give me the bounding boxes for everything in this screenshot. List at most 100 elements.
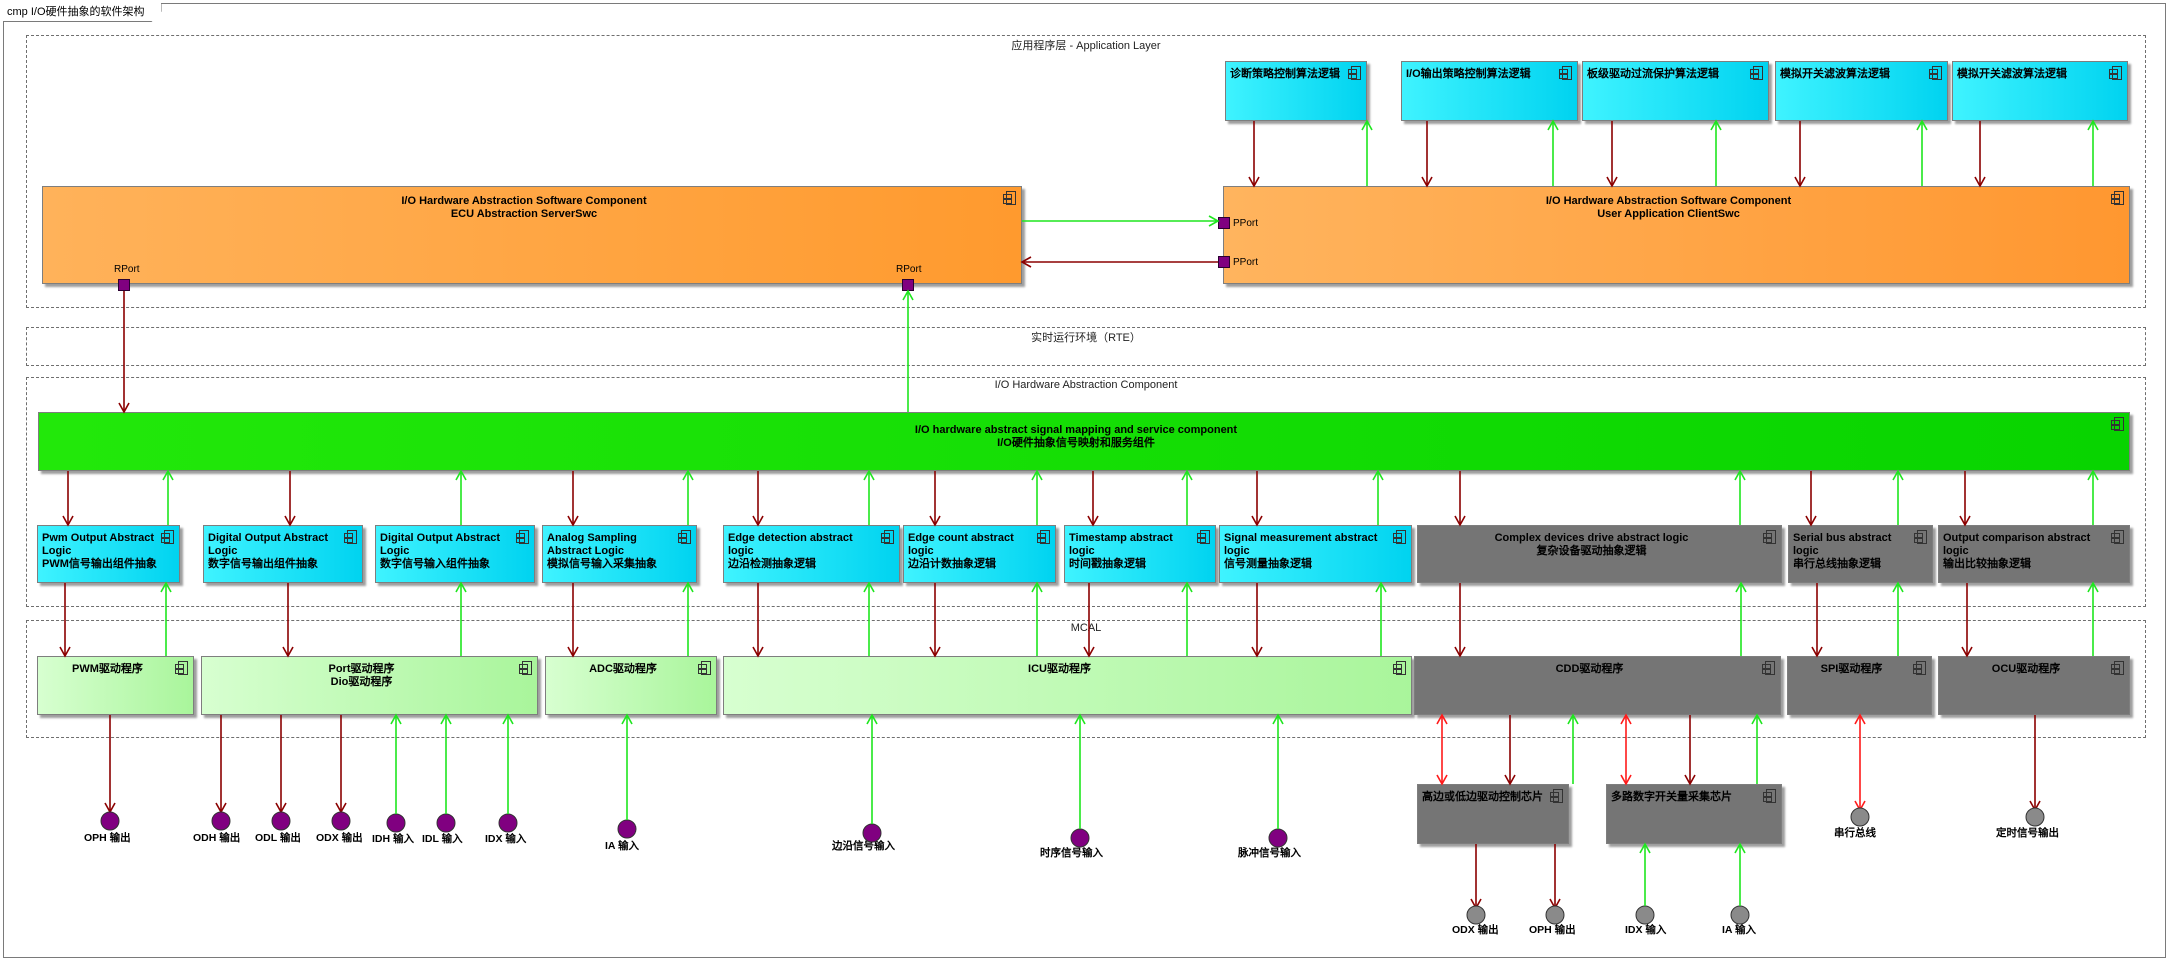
component-icon bbox=[519, 661, 532, 675]
chip-label: 高边或低边驱动控制芯片 bbox=[1422, 791, 1543, 803]
component-icon bbox=[1393, 530, 1406, 544]
endpoint-node[interactable] bbox=[1850, 807, 1870, 827]
arrowhead bbox=[567, 646, 579, 658]
client-swc-title: I/O Hardware Abstraction Software Compon… bbox=[1228, 195, 2109, 221]
driver-icu[interactable]: ICU驱动程序 bbox=[723, 656, 1412, 715]
arrowhead bbox=[1372, 469, 1384, 481]
component-icon bbox=[2111, 191, 2124, 205]
endpoint-node[interactable] bbox=[100, 811, 120, 831]
component-icon bbox=[1763, 789, 1776, 803]
app-component-filter-1[interactable]: 模拟开关滤波算法逻辑 bbox=[1775, 61, 1948, 121]
arrowhead bbox=[1961, 646, 1973, 658]
arrowhead bbox=[1710, 119, 1722, 131]
chip-high-low-side-driver[interactable]: 高边或低边驱动控制芯片 bbox=[1417, 784, 1569, 844]
arrowhead bbox=[1454, 515, 1466, 527]
endpoint-node[interactable] bbox=[1635, 905, 1655, 925]
endpoint-node[interactable] bbox=[1466, 905, 1486, 925]
arrowhead bbox=[1375, 581, 1387, 593]
endpoint-label-chip-idx-in: IDX 输入 bbox=[1625, 924, 1667, 936]
arrowhead bbox=[1639, 842, 1651, 854]
arrowhead bbox=[62, 515, 74, 527]
app-component-diagnosis[interactable]: 诊断策略控制算法逻辑 bbox=[1225, 61, 1367, 121]
endpoint-node[interactable] bbox=[271, 811, 291, 831]
endpoint-node[interactable] bbox=[331, 811, 351, 831]
arrowhead bbox=[1436, 774, 1448, 786]
logic-cn: 复杂设备驱动抽象逻辑 bbox=[1536, 545, 1647, 557]
logic-en: Digital Output Abstract Logic bbox=[208, 532, 328, 557]
app-component-overcurrent[interactable]: 板级驱动过流保护算法逻辑 bbox=[1582, 61, 1769, 121]
endpoint-node[interactable] bbox=[1730, 905, 1750, 925]
logic-en: Analog Sampling Abstract Logic bbox=[547, 532, 637, 557]
user-application-client-swc[interactable]: I/O Hardware Abstraction Software Compon… bbox=[1223, 186, 2130, 284]
arrowhead bbox=[1083, 646, 1095, 658]
logic-cn: 边沿计数抽象逻辑 bbox=[908, 558, 996, 570]
logic-cn: 信号测量抽象逻辑 bbox=[1224, 558, 1312, 570]
endpoint-node[interactable] bbox=[386, 813, 406, 833]
mapping-line2: I/O硬件抽象信号映射和服务组件 bbox=[997, 437, 1155, 449]
component-icon bbox=[161, 530, 174, 544]
ecu-abstraction-server-swc[interactable]: I/O Hardware Abstraction Software Compon… bbox=[42, 186, 1022, 284]
component-icon bbox=[1914, 530, 1927, 544]
component-icon bbox=[1550, 789, 1563, 803]
client-swc-line1: I/O Hardware Abstraction Software Compon… bbox=[1545, 195, 1792, 207]
arrowhead bbox=[1208, 215, 1220, 227]
driver-adc[interactable]: ADC驱动程序 bbox=[545, 656, 717, 715]
arrowhead bbox=[455, 581, 467, 593]
ecu-swc-line1: I/O Hardware Abstraction Software Compon… bbox=[401, 195, 647, 207]
driver-label: OCU驱动程序 bbox=[1991, 663, 2061, 675]
endpoint-node[interactable] bbox=[1070, 828, 1090, 848]
app-component-filter-2[interactable]: 模拟开关滤波算法逻辑 bbox=[1952, 61, 2128, 121]
endpoint-node[interactable] bbox=[211, 811, 231, 831]
logic-en: Timestamp abstract logic bbox=[1069, 532, 1173, 557]
driver-ocu[interactable]: OCU驱动程序 bbox=[1938, 656, 2130, 715]
app-component-io-output[interactable]: I/O输出策略控制算法逻辑 bbox=[1401, 61, 1578, 121]
endpoint-node[interactable] bbox=[498, 813, 518, 833]
driver-cdd[interactable]: CDD驱动程序 bbox=[1414, 656, 1781, 715]
endpoint-node[interactable] bbox=[862, 823, 882, 843]
endpoint-node[interactable] bbox=[2025, 807, 2045, 827]
client-pport-lower[interactable] bbox=[1218, 256, 1230, 268]
client-pport-upper[interactable] bbox=[1218, 217, 1230, 229]
endpoint-label-ia-in: IA 输入 bbox=[605, 840, 640, 852]
endpoint-node[interactable] bbox=[1545, 905, 1565, 925]
endpoint-node[interactable] bbox=[1268, 828, 1288, 848]
ecu-rport-left[interactable] bbox=[118, 279, 130, 291]
chip-multi-digital-switch[interactable]: 多路数字开关量采集芯片 bbox=[1606, 784, 1782, 844]
endpoint-label-serial-bus: 串行总线 bbox=[1834, 827, 1876, 839]
component-icon bbox=[344, 530, 357, 544]
driver-label: PWM驱动程序 bbox=[72, 663, 143, 675]
driver-spi[interactable]: SPI驱动程序 bbox=[1787, 656, 1932, 715]
endpoint-label-edge-in: 边沿信号输入 bbox=[832, 840, 895, 852]
signal-mapping-service-component[interactable]: I/O hardware abstract signal mapping and… bbox=[38, 412, 2130, 471]
arrowhead bbox=[1606, 176, 1618, 188]
arrowhead bbox=[1620, 774, 1632, 786]
logic-en: Digital Output Abstract Logic bbox=[380, 532, 500, 557]
arrowhead bbox=[1436, 713, 1448, 725]
arrowhead bbox=[1684, 774, 1696, 786]
arrowhead bbox=[1251, 515, 1263, 527]
endpoint-node[interactable] bbox=[617, 819, 637, 839]
arrowhead bbox=[2087, 469, 2099, 481]
arrowhead bbox=[1248, 176, 1260, 188]
arrowhead bbox=[682, 469, 694, 481]
arrowhead bbox=[1811, 646, 1823, 658]
driver-pwm[interactable]: PWM驱动程序 bbox=[37, 656, 194, 715]
logic-cn: 数字信号输出组件抽象 bbox=[208, 558, 318, 570]
driver-label: ICU驱动程序 bbox=[1028, 663, 1091, 675]
endpoint-node[interactable] bbox=[436, 813, 456, 833]
component-icon bbox=[175, 661, 188, 675]
